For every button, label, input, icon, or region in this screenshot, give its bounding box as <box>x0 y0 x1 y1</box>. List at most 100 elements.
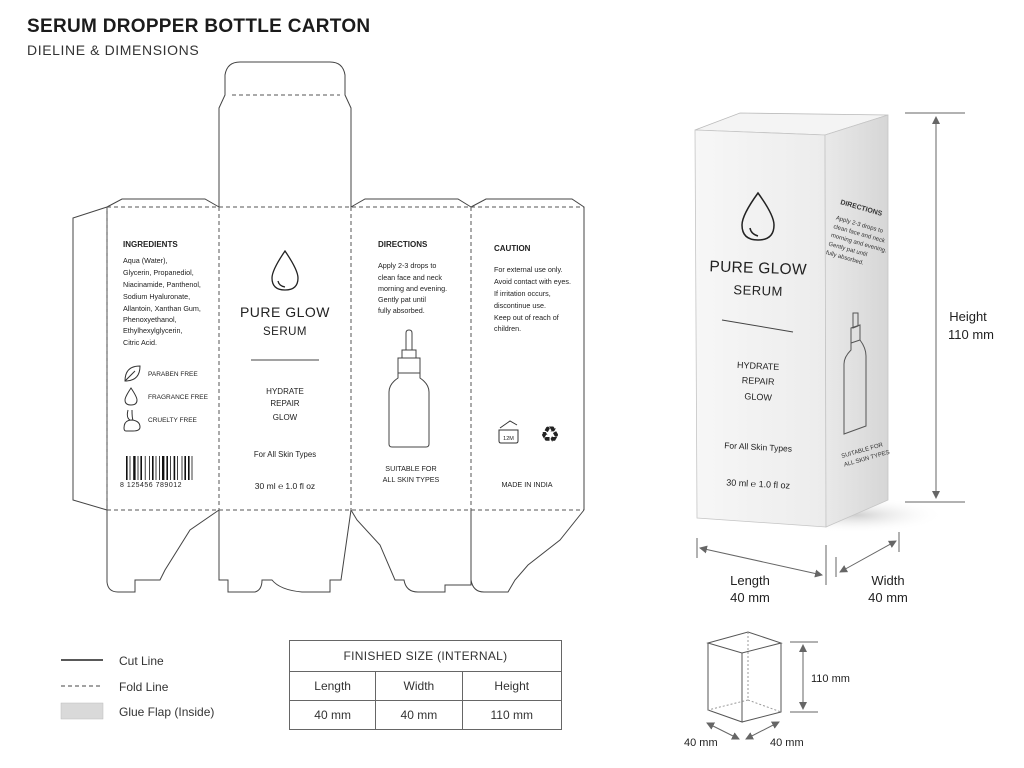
barcode-bar <box>162 456 165 480</box>
drop-logo-icon <box>271 249 299 291</box>
glue-flap-sample <box>60 702 104 720</box>
benefit-line: REPAIR <box>270 399 299 408</box>
barcode-number: 8 125456 789012 <box>120 482 182 489</box>
top-dust-flap-left <box>106 198 220 208</box>
wireframe-length: 40 mm <box>684 737 718 749</box>
barcode-bar <box>149 456 150 480</box>
box-benefit-line: GLOW <box>744 391 772 402</box>
badge-label: PARABEN FREE <box>148 371 198 378</box>
box-dropper-bottle-icon <box>843 312 867 435</box>
box-front-print: PURE GLOW SERUM HYDRATE REPAIR GLOW For … <box>709 191 807 491</box>
length-label: Length <box>730 573 770 588</box>
legend <box>60 659 104 720</box>
finished-size-caption: FINISHED SIZE (INTERNAL) <box>289 640 562 672</box>
pao-jar-icon <box>498 420 519 444</box>
box-skin-type-text: For All Skin Types <box>724 440 792 454</box>
caution-line: For external use only. <box>494 265 563 274</box>
barcode-bar <box>126 456 128 480</box>
suitable-text: SUITABLE FOR <box>385 464 436 473</box>
finished-size-table: FINISHED SIZE (INTERNAL) Length Width He… <box>288 640 562 730</box>
height-value: 110 mm <box>948 327 994 342</box>
table-cell: 110 mm <box>461 700 562 730</box>
direction-line: fully absorbed. <box>378 306 425 315</box>
table-header: Length <box>288 671 377 701</box>
legend-glue-label: Glue Flap (Inside) <box>119 705 215 719</box>
dimension-lines <box>696 112 965 585</box>
box-product-name: SERUM <box>733 282 783 299</box>
fold-lines <box>106 94 584 511</box>
barcode-bar <box>140 456 142 480</box>
wireframe-width: 40 mm <box>770 737 804 749</box>
table-cell: 40 mm <box>375 700 463 730</box>
box-volume-text: 30 ml ℮ 1.0 fl oz <box>726 477 791 490</box>
suitable-text: ALL SKIN TYPES <box>383 475 440 484</box>
recycle-icon: ♻ <box>540 422 560 447</box>
barcode-bar <box>152 456 154 480</box>
barcode-bar <box>177 456 178 480</box>
ingredient-line: Niacinamide, Panthenol, <box>123 280 201 289</box>
leaf-icon <box>124 365 141 382</box>
ingredient-line: Ethylhexylglycerin, <box>123 326 183 335</box>
barcode-bar <box>144 456 146 480</box>
barcode-bar <box>137 456 139 480</box>
drop-logo-icon <box>741 191 775 241</box>
barcode-bar <box>184 456 186 480</box>
made-in-text: MADE IN INDIA <box>501 480 552 489</box>
wireframe-dims <box>706 641 818 740</box>
bottom-flap-1 <box>106 509 220 593</box>
barcode-bar <box>133 456 136 480</box>
dimension-labels: Height 110 mm Length 40 mm Width 40 mm <box>730 309 994 605</box>
benefit-line: GLOW <box>273 413 298 422</box>
direction-line: Gently pat until <box>378 295 426 304</box>
ingredient-line: Phenoxyethanol, <box>123 315 177 324</box>
box-brand-name: PURE GLOW <box>709 258 807 278</box>
barcode-bar <box>155 456 157 480</box>
directions-heading: DIRECTIONS <box>378 240 428 249</box>
dropper-bottle-icon <box>388 329 430 448</box>
rabbit-icon <box>123 409 141 432</box>
barcode-bar <box>191 456 193 480</box>
length-value: 40 mm <box>730 590 770 605</box>
page-subtitle: DIELINE & DIMENSIONS <box>27 42 200 58</box>
top-tuck-flap <box>218 61 352 207</box>
wireframe-height: 110 mm <box>811 673 850 685</box>
wireframe-box <box>706 631 783 723</box>
brand-name: PURE GLOW <box>240 304 330 320</box>
table-cell: 40 mm <box>288 700 377 730</box>
ingredients-heading: INGREDIENTS <box>123 240 178 249</box>
caution-heading: CAUTION <box>494 244 531 253</box>
ingredient-line: Aqua (Water), <box>123 256 167 265</box>
caution-panel: CAUTION For external use only. Avoid con… <box>494 244 571 489</box>
width-label: Width <box>871 573 904 588</box>
volume-text: 30 ml ℮ 1.0 fl oz <box>255 481 315 491</box>
bottom-flap-4 <box>470 509 585 593</box>
ingredient-line: Glycerin, Propanediol, <box>123 268 194 277</box>
front-panel: PURE GLOW SERUM HYDRATE REPAIR GLOW For … <box>240 249 330 491</box>
ingredient-line: Citric Acid. <box>123 338 157 347</box>
wireframe-labels: 110 mm 40 mm 40 mm <box>684 673 850 749</box>
legend-cut-label: Cut Line <box>119 654 164 668</box>
product-name: SERUM <box>263 326 307 338</box>
drop-icon <box>124 387 138 406</box>
width-value: 40 mm <box>868 590 908 605</box>
directions-panel: DIRECTIONS Apply 2-3 drops to clean face… <box>378 240 447 484</box>
caution-line: children. <box>494 324 521 333</box>
top-dust-flap-right <box>350 198 472 208</box>
height-label: Height <box>949 309 987 324</box>
box-3d <box>694 112 889 528</box>
badge-label: FRAGRANCE FREE <box>148 394 209 401</box>
box-benefit-line: HYDRATE <box>737 360 780 372</box>
benefit-line: HYDRATE <box>266 387 304 396</box>
ingredient-line: Allantoin, Xanthan Gum, <box>123 304 201 313</box>
barcode-bar <box>170 456 171 480</box>
pao-label: 12M <box>503 436 514 442</box>
direction-line: clean face and neck <box>378 273 442 282</box>
bottom-flap-2 <box>218 509 352 593</box>
box-side-print: DIRECTIONS Apply 2-3 drops to clean face… <box>825 199 890 468</box>
table-header: Height <box>461 671 562 701</box>
direction-line: morning and evening. <box>378 284 447 293</box>
glue-flap <box>72 206 108 511</box>
skin-type-text: For All Skin Types <box>254 450 316 459</box>
barcode-bar <box>181 456 183 480</box>
